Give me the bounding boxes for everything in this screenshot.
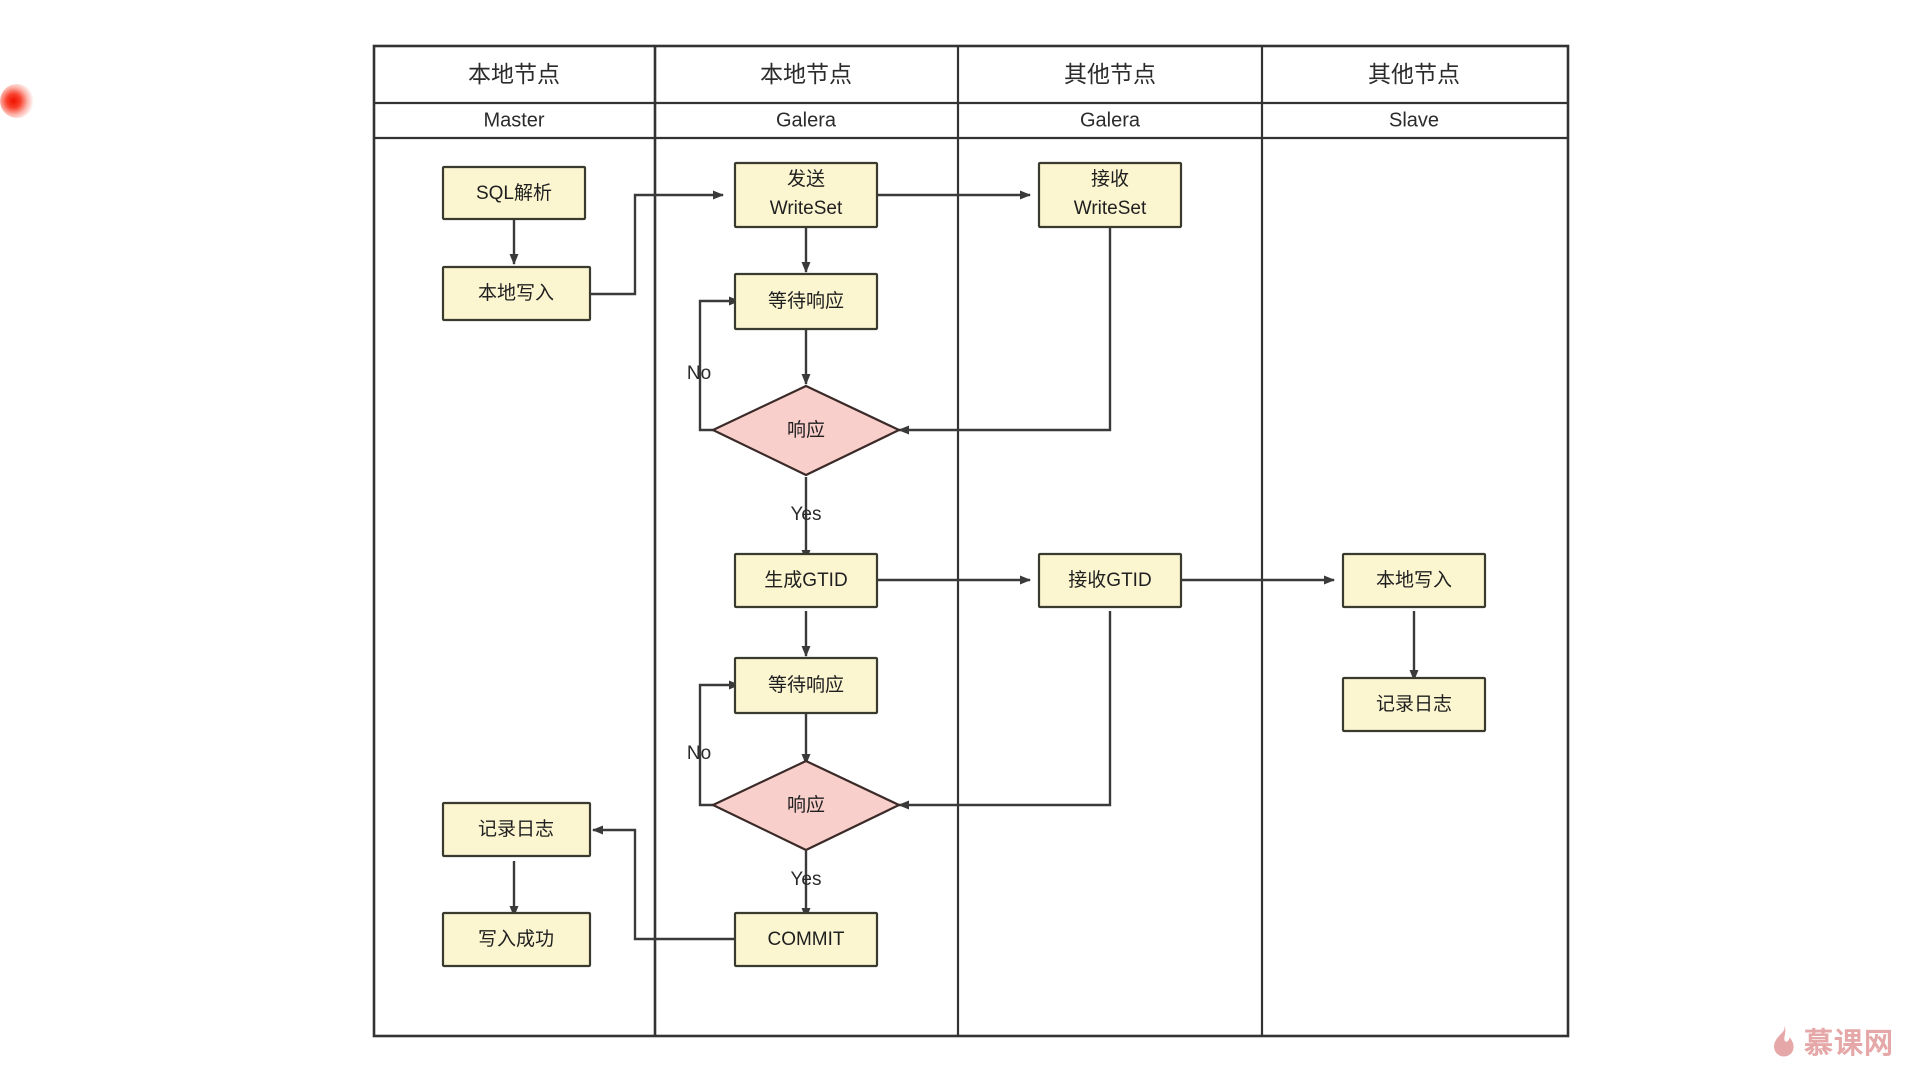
node-local-write-2[interactable]: 本地写入 xyxy=(1341,552,1487,609)
node-local-write-1[interactable]: 本地写入 xyxy=(441,265,592,322)
edge-label-yes-2: Yes xyxy=(791,869,822,890)
flow-nodes: SQL解析 本地写入 记录日志 写入成功 发送 WriteSet xyxy=(441,161,1487,968)
node-log-record-right[interactable]: 记录日志 xyxy=(1341,676,1487,733)
edge-labels: No Yes No Yes xyxy=(687,363,822,890)
node-recv-gtid[interactable]: 接收GTID xyxy=(1037,552,1183,609)
node-wait-response-2[interactable]: 等待响应 xyxy=(733,656,879,715)
edge-recvwriteset-to-response1 xyxy=(898,226,1112,435)
lane-1-subtitle: Galera xyxy=(776,109,837,131)
node-write-success[interactable]: 写入成功 xyxy=(441,911,592,968)
flow-connectors xyxy=(509,190,1419,941)
lane-0-subtitle: Master xyxy=(483,109,544,131)
node-local-write-1-label: 本地写入 xyxy=(478,282,554,304)
lane-2-title: 其他节点 xyxy=(1064,61,1156,87)
node-wait-response-2-label: 等待响应 xyxy=(768,674,844,696)
node-log-record-right-label: 记录日志 xyxy=(1376,693,1452,715)
lane-headers: 本地节点 Master 本地节点 Galera 其他节点 Galera 其他节点… xyxy=(468,61,1460,131)
node-gen-gtid[interactable]: 生成GTID xyxy=(733,552,879,609)
swimlane-frame xyxy=(372,44,1570,1038)
edge-label-no-2: No xyxy=(687,743,711,764)
node-send-writeset[interactable]: 发送 WriteSet xyxy=(733,161,879,229)
node-recv-gtid-label: 接收GTID xyxy=(1068,569,1151,591)
node-send-writeset-label-2: WriteSet xyxy=(770,198,843,219)
node-wait-response-1[interactable]: 等待响应 xyxy=(733,272,879,331)
node-recv-writeset-label-2: WriteSet xyxy=(1074,198,1147,219)
node-write-success-label: 写入成功 xyxy=(478,928,554,950)
lane-3-subtitle: Slave xyxy=(1389,109,1439,131)
node-commit-label: COMMIT xyxy=(767,929,844,950)
node-log-record-left-label: 记录日志 xyxy=(478,818,554,840)
node-response-2[interactable]: 响应 xyxy=(710,759,902,852)
edge-label-no-1: No xyxy=(687,363,711,384)
edge-commit-to-masterlog xyxy=(592,825,736,941)
node-recv-writeset-label-1: 接收 xyxy=(1091,168,1129,190)
node-log-record-left[interactable]: 记录日志 xyxy=(441,801,592,858)
node-commit[interactable]: COMMIT xyxy=(733,911,879,968)
node-response-1-label: 响应 xyxy=(787,419,825,441)
node-gen-gtid-label: 生成GTID xyxy=(764,569,847,591)
edge-recvgtid-to-response2 xyxy=(898,611,1112,810)
lane-3-title: 其他节点 xyxy=(1368,61,1460,87)
node-local-write-2-label: 本地写入 xyxy=(1376,569,1452,591)
node-sql-parse[interactable]: SQL解析 xyxy=(441,165,587,221)
node-recv-writeset[interactable]: 接收 WriteSet xyxy=(1037,161,1183,229)
edge-localwrite-to-sendwriteset xyxy=(590,190,724,296)
node-send-writeset-label-1: 发送 xyxy=(787,168,825,190)
edge-label-yes-1: Yes xyxy=(791,504,822,525)
node-sql-parse-label: SQL解析 xyxy=(476,182,552,204)
lane-0-title: 本地节点 xyxy=(468,61,560,87)
node-wait-response-1-label: 等待响应 xyxy=(768,290,844,312)
lane-1-title: 本地节点 xyxy=(760,61,852,87)
node-response-1[interactable]: 响应 xyxy=(710,384,902,477)
node-response-2-label: 响应 xyxy=(787,794,825,816)
lane-2-subtitle: Galera xyxy=(1080,109,1141,131)
